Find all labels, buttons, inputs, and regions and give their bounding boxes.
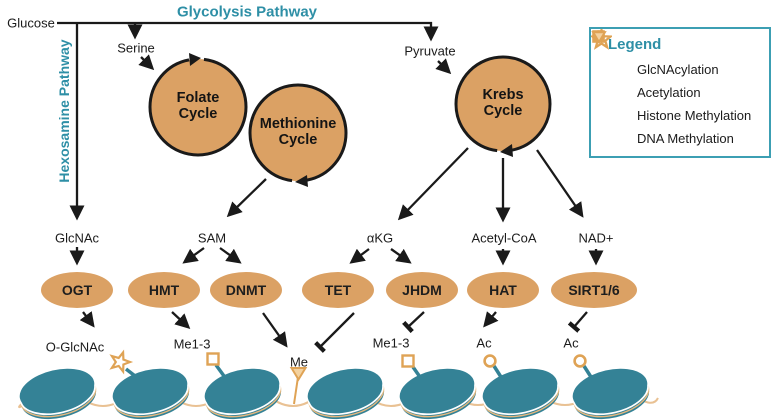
nucleosome bbox=[14, 361, 102, 420]
methionine-cycle-line1: Methionine bbox=[259, 115, 337, 132]
arrow-methionine-to-sam bbox=[226, 178, 267, 218]
arrow-hmt-to-me13 bbox=[171, 311, 191, 330]
oglcnac-label: O-GlcNAc bbox=[45, 339, 105, 355]
me13-left-label: Me1-3 bbox=[173, 336, 211, 352]
glcnac-label: GlcNAc bbox=[54, 230, 100, 246]
folate-cycle-arrowhead bbox=[189, 53, 201, 66]
triangle-icon bbox=[591, 31, 630, 150]
nucleosome bbox=[567, 361, 655, 420]
cycle-circles bbox=[148, 53, 552, 187]
marker-stalk bbox=[411, 365, 422, 379]
legend-label: Acetylation bbox=[637, 85, 701, 100]
marker-stalk bbox=[124, 367, 141, 381]
krebs-cycle-line1: Krebs bbox=[482, 86, 524, 103]
hmt-enzyme: HMT bbox=[128, 272, 200, 308]
tet-enzyme: TET bbox=[302, 272, 374, 308]
legend-item-glcnacylation: GlcNAcylation bbox=[591, 29, 769, 81]
folate-cycle-circle bbox=[148, 57, 248, 157]
ogt-enzyme: OGT bbox=[41, 272, 113, 308]
arrow-sam-to-hmt bbox=[182, 247, 205, 264]
histone-methyl-square-marker bbox=[206, 352, 220, 366]
arrow-hat-to-ac bbox=[483, 311, 499, 328]
krebs-cycle-circle bbox=[454, 55, 552, 153]
arrow-dnmt-to-me bbox=[262, 312, 288, 348]
arrow-glycolysis-to-pyruvate bbox=[57, 21, 439, 42]
me-dna-label: Me bbox=[289, 354, 309, 370]
arrow-akg-to-jhdm bbox=[390, 248, 412, 264]
folate-cycle-line1: Folate bbox=[176, 89, 220, 106]
krebs-cycle-label: Krebs Cycle bbox=[482, 87, 523, 119]
dna-strand bbox=[18, 390, 659, 409]
marker-stalk bbox=[214, 363, 226, 378]
legend-title: Legend bbox=[608, 36, 662, 53]
legend-label: DNA Methylation bbox=[637, 131, 734, 146]
nucleosome bbox=[477, 361, 565, 420]
legend-box: Legend GlcNAcylation Acetylation Histone… bbox=[589, 27, 771, 158]
arrow-akg-to-tet bbox=[349, 248, 370, 264]
dnmt-enzyme: DNMT bbox=[210, 272, 282, 308]
acetylcoa-label: Acetyl-CoA bbox=[471, 230, 537, 246]
arrow-sam-to-dnmt bbox=[219, 247, 242, 264]
krebs-cycle-arrowhead bbox=[500, 144, 513, 157]
pyruvate-label: Pyruvate bbox=[404, 43, 456, 59]
krebs-cycle-line2: Cycle bbox=[483, 103, 523, 119]
acetyl-circle-marker bbox=[573, 354, 587, 368]
me13-right-label: Me1-3 bbox=[372, 335, 410, 351]
legend-item-histone-methylation: Histone Methylation bbox=[592, 30, 769, 127]
methionine-cycle-arrowhead bbox=[295, 175, 308, 187]
jhdm-enzyme: JHDM bbox=[386, 272, 458, 308]
methionine-cycle-circle bbox=[248, 83, 348, 183]
folate-cycle-line2: Cycle bbox=[178, 106, 218, 122]
hexosamine-pathway-title: Hexosamine Pathway bbox=[56, 39, 72, 183]
acetyl-circle-marker bbox=[483, 354, 497, 368]
dna-methyl-stalk bbox=[293, 376, 299, 405]
legend-item-dna-methylation: DNA Methylation bbox=[591, 31, 769, 150]
star-icon bbox=[591, 29, 630, 81]
akg-label: αKG bbox=[366, 230, 394, 246]
arrow-pyruvate-to-krebs bbox=[435, 58, 452, 75]
sirt-enzyme: SIRT1/6 bbox=[551, 272, 637, 308]
marker-stalk bbox=[492, 365, 503, 378]
folate-cycle-label: Folate Cycle bbox=[177, 90, 220, 122]
histone-methyl-square-marker bbox=[401, 354, 415, 368]
nucleosome bbox=[394, 361, 482, 420]
glucose-label: Glucose bbox=[7, 15, 55, 31]
methionine-cycle-label: Methionine Cycle bbox=[260, 116, 337, 148]
legend-label: GlcNAcylation bbox=[637, 62, 719, 77]
legend-item-acetylation: Acetylation bbox=[592, 30, 769, 104]
arrow-krebs-to-akg bbox=[397, 147, 469, 221]
inhibit-tet-to-me bbox=[314, 312, 355, 353]
nad-label: NAD+ bbox=[578, 230, 614, 246]
arrow-krebs-to-nad bbox=[536, 149, 584, 218]
connectors bbox=[57, 21, 604, 353]
nucleosome bbox=[199, 361, 287, 420]
serine-label: Serine bbox=[117, 40, 155, 56]
glycolysis-pathway-title: Glycolysis Pathway bbox=[176, 3, 318, 21]
dna-methyl-triangle-marker bbox=[289, 367, 308, 382]
legend-label: Histone Methylation bbox=[637, 108, 752, 123]
arrow-ogt-to-oglcnac bbox=[79, 311, 95, 328]
circle-icon bbox=[592, 30, 630, 104]
inhibit-sirt-to-ac bbox=[567, 311, 588, 333]
arrow-serine-to-folate bbox=[138, 54, 155, 71]
ac-left-label: Ac bbox=[476, 335, 492, 351]
marker-stalk bbox=[582, 365, 593, 378]
methionine-cycle-line2: Cycle bbox=[278, 132, 318, 148]
inhibit-jhdm-to-me13 bbox=[402, 311, 425, 334]
square-icon bbox=[592, 30, 630, 127]
chromatin bbox=[14, 348, 659, 420]
nucleosome bbox=[302, 361, 390, 420]
hat-enzyme: HAT bbox=[467, 272, 539, 308]
ac-right-label: Ac bbox=[563, 335, 579, 351]
sam-label: SAM bbox=[197, 230, 227, 246]
